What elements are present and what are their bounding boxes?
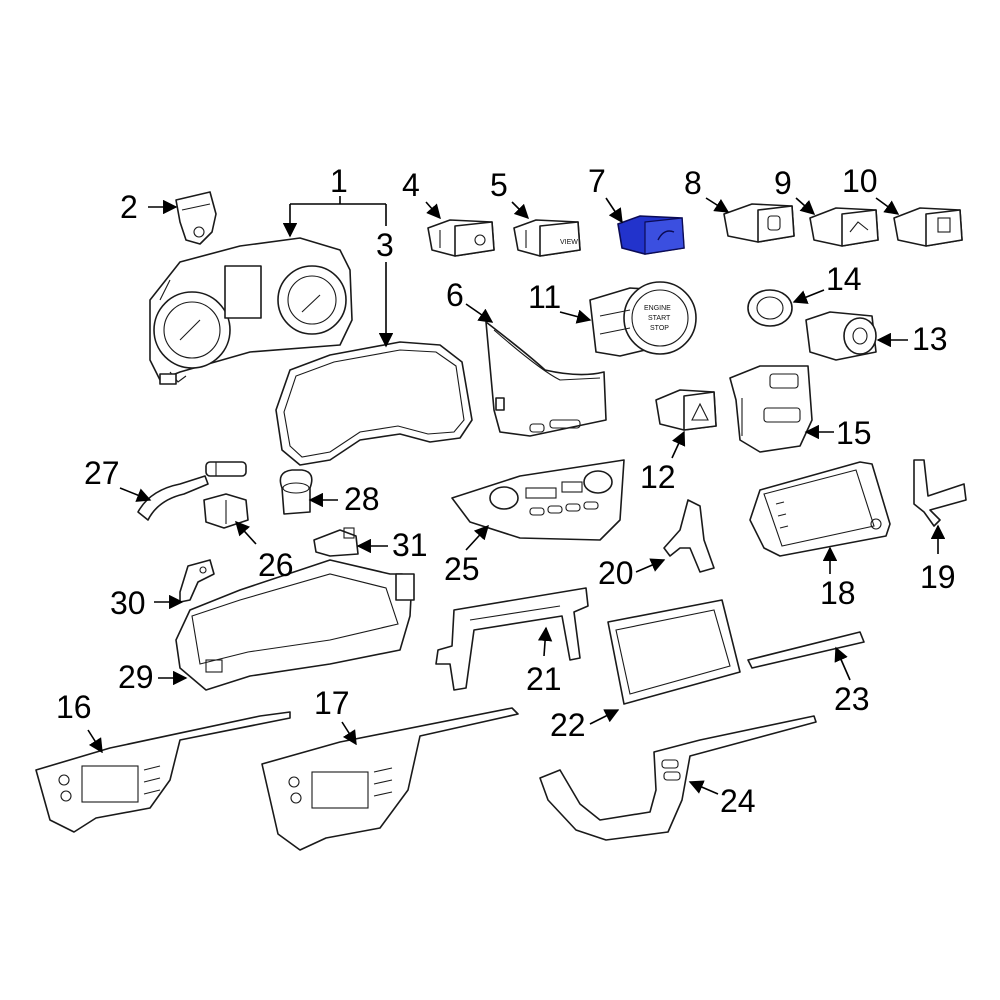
callout-1: 1 (330, 163, 348, 199)
callout-7: 7 (588, 163, 606, 199)
callout-19: 19 (920, 559, 956, 595)
part-21-frame[interactable] (435, 587, 589, 691)
callout-27: 27 (84, 455, 120, 491)
part-3-cluster-lens[interactable] (275, 341, 473, 466)
part-26-connector[interactable] (203, 493, 249, 529)
part-1-instrument-cluster[interactable] (149, 237, 353, 385)
engine-label: ENGINE (644, 305, 671, 312)
part-14-ring[interactable] (747, 289, 793, 327)
part-15-switch-panel[interactable] (729, 365, 813, 453)
part-20-bracket[interactable] (663, 499, 715, 573)
part-11-start-stop-switch[interactable]: ENGINE START STOP (589, 281, 697, 357)
callout-31: 31 (392, 527, 428, 563)
callout-3: 3 (376, 227, 394, 263)
svg-text:VIEW: VIEW (560, 239, 578, 246)
part-16-dash-panel[interactable] (35, 711, 291, 833)
part-5-view-switch[interactable]: VIEW (513, 219, 581, 257)
callout-4: 4 (402, 167, 420, 203)
callout-10: 10 (842, 163, 878, 199)
part-7-highlighted-switch[interactable] (617, 215, 685, 255)
callout-29: 29 (118, 659, 154, 695)
callout-11: 11 (528, 279, 561, 315)
callout-8: 8 (684, 165, 702, 201)
start-label: START (648, 315, 671, 322)
part-23-trim-strip[interactable] (747, 631, 865, 669)
leader-lines (87, 196, 946, 795)
part-28-knob[interactable] (279, 469, 313, 515)
callout-17: 17 (314, 685, 350, 721)
callout-14: 14 (826, 261, 862, 297)
stop-label: STOP (650, 325, 669, 332)
callout-labels: 1 2 3 4 5 6 7 8 9 10 11 12 13 14 15 16 1… (56, 163, 956, 819)
callout-22: 22 (550, 707, 586, 743)
part-18-display-unit[interactable] (749, 461, 891, 557)
callout-26: 26 (258, 547, 294, 583)
part-10-switch[interactable] (893, 207, 963, 247)
callout-28: 28 (344, 481, 380, 517)
callout-20: 20 (598, 555, 634, 591)
callout-23: 23 (834, 681, 870, 717)
part-17-dash-panel[interactable] (261, 707, 519, 851)
callout-25: 25 (444, 551, 480, 587)
part-4-switch[interactable] (427, 219, 495, 257)
part-9-switch[interactable] (809, 207, 879, 247)
part-19-bracket[interactable] (913, 459, 967, 527)
part-8-switch[interactable] (723, 203, 795, 243)
part-31-clip[interactable] (313, 527, 359, 557)
part-2-bracket[interactable] (175, 191, 217, 245)
callout-21: 21 (526, 661, 562, 697)
callout-18: 18 (820, 575, 856, 611)
part-29-console-housing[interactable] (175, 559, 415, 691)
part-22-screen-frame[interactable] (607, 599, 741, 705)
callout-9: 9 (774, 165, 792, 201)
part-13-socket[interactable] (805, 311, 877, 361)
part-24-lower-trim[interactable] (539, 715, 817, 841)
callout-6: 6 (446, 277, 464, 313)
part-6-bezel[interactable] (485, 321, 607, 437)
callout-15: 15 (836, 415, 872, 451)
part-30-bracket[interactable] (179, 559, 215, 603)
callout-2: 2 (120, 189, 138, 225)
callout-16: 16 (56, 689, 92, 725)
callout-12: 12 (640, 459, 676, 495)
callout-13: 13 (912, 321, 948, 357)
callout-30: 30 (110, 585, 146, 621)
callout-24: 24 (720, 783, 756, 819)
part-25-climate-panel[interactable] (451, 459, 625, 541)
part-12-hazard-switch[interactable] (655, 389, 717, 431)
callout-5: 5 (490, 167, 508, 203)
